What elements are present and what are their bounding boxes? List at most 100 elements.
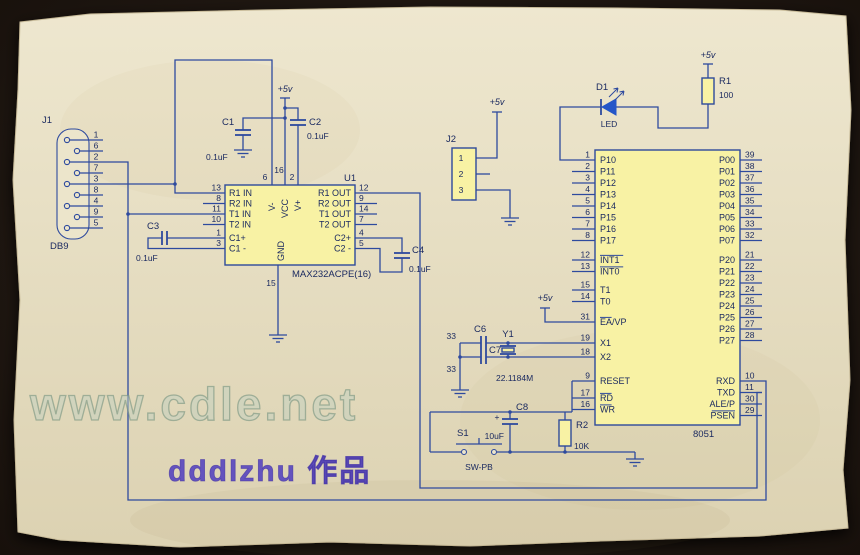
capacitor-c7: C7 33 [447, 345, 502, 374]
pin-number: 3 [216, 238, 221, 248]
pin-name: P17 [600, 236, 616, 246]
value-label: 0.1uF [206, 152, 228, 162]
db9-ref-label: J1 [42, 115, 52, 126]
pin-name: R1 OUT [318, 188, 352, 198]
vcc-label: +5v [701, 50, 716, 60]
paper-stain [130, 480, 730, 555]
pin-name: P07 [719, 236, 735, 246]
pin-name: RXD [716, 376, 736, 386]
max232-ref-label: U1 [344, 173, 356, 184]
switch-contact [460, 448, 468, 456]
switch-contact [490, 448, 498, 456]
mcu-part-label: 8051 [693, 429, 714, 440]
pin-number: 9 [94, 207, 99, 217]
pin-number: 11 [212, 204, 221, 214]
mcu-chip: 8051 1P102P113P124P135P146P157P168P1712I… [572, 149, 762, 440]
pin-name: INT1 [600, 255, 620, 265]
pin-number: 5 [94, 218, 99, 228]
ground-symbol [269, 334, 287, 343]
resistor-body [558, 419, 572, 447]
pin-name: P22 [719, 278, 735, 288]
vcc-label: +5v [278, 84, 293, 94]
led-d1: D1 LED [596, 82, 625, 129]
junction-dot [563, 450, 567, 454]
value-label: 0.1uF [409, 264, 431, 274]
pin-number: 16 [581, 399, 591, 409]
pin-name: T1 IN [229, 209, 251, 219]
pin-name: GND [276, 241, 286, 262]
pin-number: 1 [459, 153, 464, 163]
pin-number: 14 [581, 291, 591, 301]
junction-dot [458, 355, 462, 359]
ref-label: C4 [412, 245, 424, 256]
polarity-mark: + [495, 412, 500, 422]
pin-number: 37 [745, 173, 755, 183]
junction-dot [126, 212, 130, 216]
wire-c1-branch [242, 117, 285, 130]
pin-number: 23 [745, 273, 755, 283]
capacitor-c6: C6 33 [447, 324, 487, 350]
wire-c3-return [147, 237, 203, 250]
wire-j2-gnd [476, 189, 511, 218]
pin-name: WR [600, 405, 615, 415]
pin-number: 14 [359, 204, 369, 214]
pin-number: 21 [745, 250, 755, 260]
ref-label: C6 [474, 324, 486, 335]
pin-name: P26 [719, 324, 735, 334]
value-label: SW-PB [465, 462, 493, 472]
pin-name: P11 [600, 167, 615, 177]
ref-label: S1 [457, 428, 469, 439]
pin-name: R2 IN [229, 199, 252, 209]
db9-pin-circle [73, 213, 81, 221]
ref-label: C8 [516, 402, 528, 413]
value-label: 0.1uF [307, 131, 329, 141]
value-label: LED [601, 119, 618, 129]
pin-name: C2+ [334, 233, 351, 243]
capacitor-c3: C3 0.1uF [136, 221, 168, 263]
ref-label: C7 [489, 345, 501, 356]
pin-number: 7 [359, 214, 364, 224]
pin-number: 12 [359, 183, 369, 193]
pin-name: TXD [717, 388, 736, 398]
pin-number: 1 [216, 228, 221, 238]
pin-name: T0 [600, 297, 611, 307]
pin-number: 2 [94, 152, 99, 162]
pin-number: 24 [745, 284, 755, 294]
pin-name: P10 [600, 155, 616, 165]
pin-number: 35 [745, 196, 755, 206]
pin-name: T1 OUT [319, 209, 352, 219]
pin-number: 9 [359, 193, 364, 203]
wire-led-to-p10 [559, 106, 601, 161]
pin-name: P16 [600, 224, 616, 234]
db9-pin-circle [73, 191, 81, 199]
pin-name: P04 [719, 201, 735, 211]
capacitor-c2: C2 0.1uF [290, 117, 329, 141]
pin-number: 3 [94, 174, 99, 184]
value-label: 100 [719, 90, 733, 100]
pin-number: 2 [585, 161, 590, 171]
capacitor-c4: C4 0.1uF [394, 245, 431, 274]
vcc-label: +5v [490, 97, 505, 107]
pin-name: P03 [719, 190, 735, 200]
j2-ref-label: J2 [446, 134, 456, 145]
pin-name: P12 [600, 178, 616, 188]
pin-name: P13 [600, 190, 616, 200]
db9-pin-circle [63, 202, 71, 210]
junction-dot [173, 182, 177, 186]
wire-eavp-5v [544, 308, 572, 323]
ref-label: C2 [309, 117, 321, 128]
pin-name: R1 IN [229, 188, 252, 198]
wires [103, 59, 767, 501]
ground-symbol [501, 217, 519, 226]
pin-number: 5 [585, 196, 590, 206]
db9-pin-circle [73, 169, 81, 177]
pin-name: P06 [719, 224, 735, 234]
pin-number: 4 [359, 228, 364, 238]
pin-number: 3 [585, 173, 590, 183]
pin-number: 6 [94, 141, 99, 151]
